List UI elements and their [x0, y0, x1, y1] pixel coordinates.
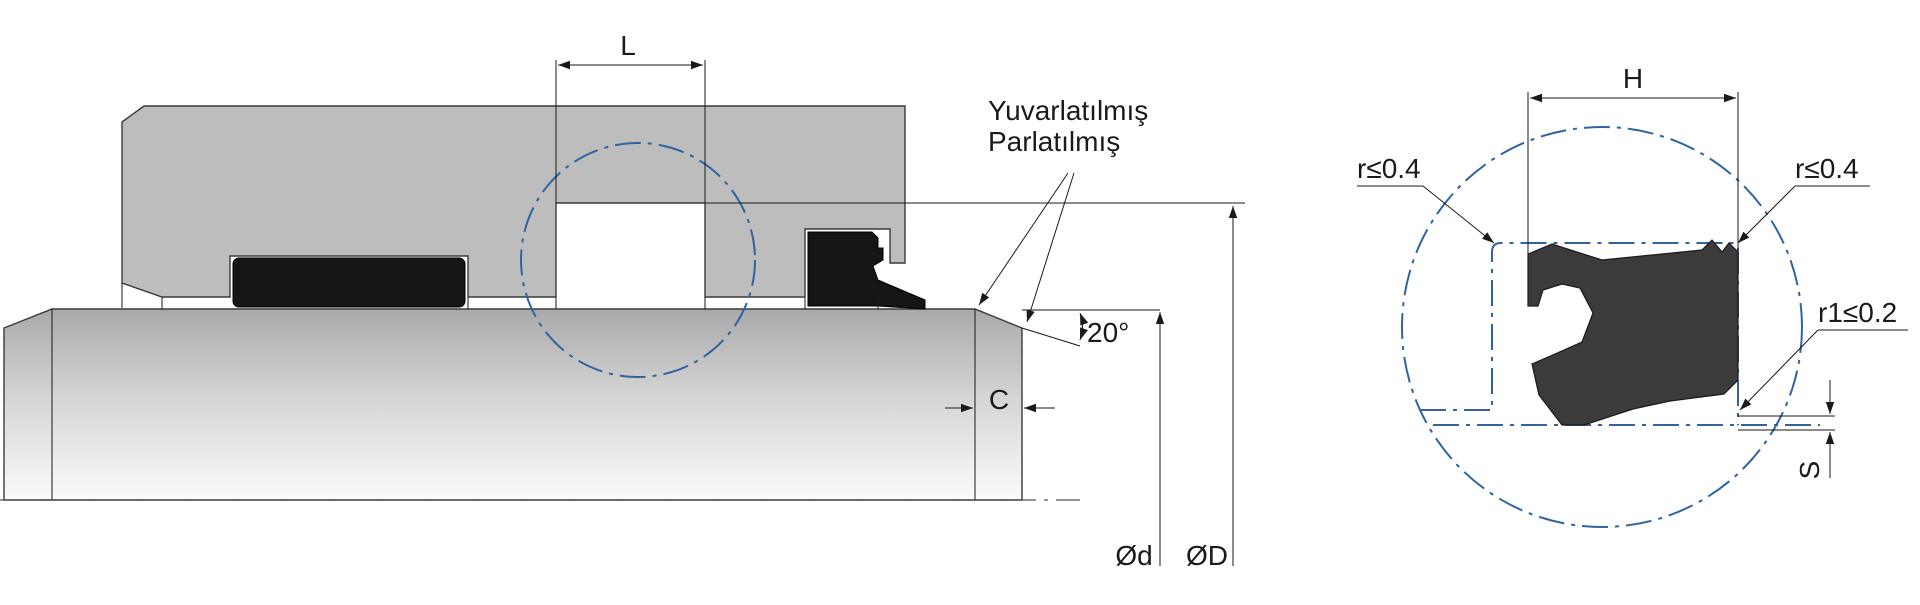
radius-left-label: r≤0.4	[1357, 153, 1421, 184]
angle-leg-line	[1021, 327, 1081, 347]
detail-circle	[1401, 126, 1803, 528]
groove-outline	[1420, 242, 1739, 425]
dimension-C-label: C	[989, 384, 1009, 415]
surface-note-line2: Parlatılmış	[988, 126, 1120, 157]
dimension-d-label: Ød	[1115, 540, 1152, 571]
shaft	[3, 308, 1023, 501]
radius-right-label: r≤0.4	[1795, 153, 1859, 184]
guide-ring	[232, 257, 466, 308]
rod-seal	[807, 231, 926, 310]
angle-arc	[1079, 312, 1089, 341]
dimension-S-label: S	[1794, 461, 1825, 480]
detail-circle-marker	[520, 142, 756, 378]
radius-left-leader	[1422, 185, 1495, 244]
dimension-L-label: L	[620, 30, 636, 61]
note-leader-2	[1026, 172, 1075, 323]
u-cup-seal-section	[1527, 239, 1739, 426]
note-leader-1	[978, 172, 1069, 306]
dimension-H-label: H	[1623, 63, 1643, 94]
radius-r1-label: r1≤0.2	[1818, 297, 1897, 328]
angle-label: 20°	[1087, 317, 1129, 348]
radius-right-leader	[1737, 185, 1796, 244]
surface-note-line1: Yuvarlatılmış	[988, 95, 1148, 126]
radius-r1-leader	[1739, 329, 1819, 411]
dimension-D-label: ØD	[1186, 540, 1228, 571]
